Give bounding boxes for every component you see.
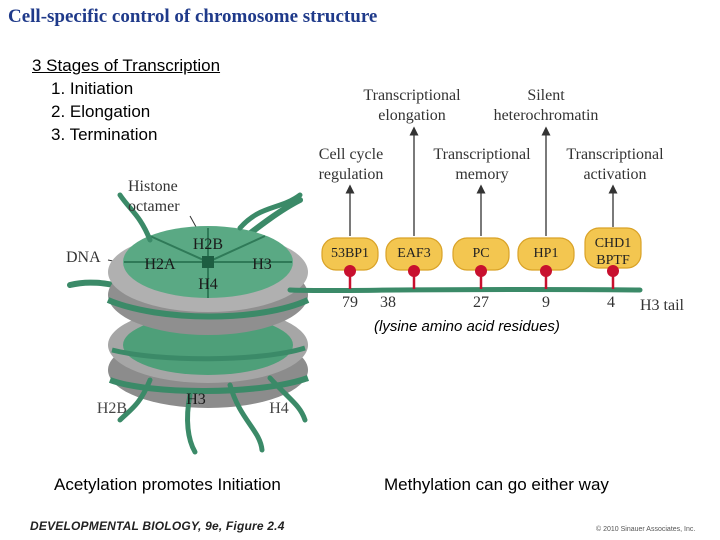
function-silent-heterochromatin: Silent heterochromatin bbox=[478, 86, 614, 126]
methyl-mark bbox=[475, 265, 487, 277]
top-subunit-label: H2A bbox=[144, 256, 176, 273]
slide-title: Cell-specific control of chromosome stru… bbox=[8, 6, 378, 27]
function-transcriptional-activation: Transcriptional activation bbox=[553, 145, 677, 185]
label-line: elongation bbox=[378, 107, 446, 124]
label-line: memory bbox=[455, 166, 509, 183]
label-line: activation bbox=[583, 166, 647, 183]
residue-number: 38 bbox=[380, 294, 396, 311]
dna-label: DNA bbox=[66, 249, 101, 266]
function-arrows bbox=[345, 126, 618, 236]
label-line: Transcriptional bbox=[433, 146, 531, 163]
label-line: Silent bbox=[527, 87, 565, 104]
caption-methylation: Methylation can go either way bbox=[384, 475, 609, 494]
reader-label: 53BP1 bbox=[331, 246, 369, 261]
histone-tails bbox=[117, 192, 643, 455]
stage-item: 2. Elongation bbox=[51, 102, 151, 121]
residue-number: 27 bbox=[473, 294, 489, 311]
label-line: heterochromatin bbox=[493, 107, 599, 124]
methyl-mark bbox=[540, 265, 552, 277]
tail-label: H3 tail bbox=[640, 297, 685, 314]
figure-footer: DEVELOPMENTAL BIOLOGY, 9e, Figure 2.4 bbox=[30, 519, 285, 533]
function-transcriptional-elongation: Transcriptional elongation bbox=[350, 86, 474, 126]
label-line: Histone bbox=[128, 178, 178, 195]
residue-note: (lysine amino acid residues) bbox=[374, 318, 560, 335]
top-subunit-label: H4 bbox=[198, 276, 218, 293]
methyl-mark bbox=[408, 265, 420, 277]
function-transcriptional-memory: Transcriptional memory bbox=[418, 145, 546, 185]
reader-label: CHD1 bbox=[595, 236, 632, 251]
residue-number: 4 bbox=[607, 294, 615, 311]
top-subunit-label: H3 bbox=[252, 256, 272, 273]
residue-number: 79 bbox=[342, 294, 358, 311]
stages-heading: 3 Stages of Transcription bbox=[32, 56, 221, 75]
top-subunit-label: H2B bbox=[193, 236, 223, 253]
transcription-stages: 3 Stages of Transcription 1. Initiation … bbox=[32, 54, 220, 146]
subunit-labels: H2B H2A H3 H4 H3 H2B H4 bbox=[97, 236, 289, 417]
label-line: Cell cycle bbox=[318, 146, 384, 163]
histone-octamer-label: Histone octamer bbox=[128, 177, 180, 217]
reader-label: PC bbox=[472, 246, 489, 261]
stage-item: 3. Termination bbox=[51, 125, 158, 144]
label-line: octamer bbox=[128, 198, 180, 215]
label-line: Transcriptional bbox=[363, 87, 461, 104]
methyl-mark bbox=[344, 265, 356, 277]
label-line: Transcriptional bbox=[566, 146, 664, 163]
copyright: © 2010 Sinauer Associates, Inc. bbox=[596, 526, 696, 533]
residue-number: 9 bbox=[542, 294, 550, 311]
label-line: regulation bbox=[318, 166, 384, 183]
bottom-subunit-label: H2B bbox=[97, 400, 127, 417]
stage-item: 1. Initiation bbox=[51, 79, 134, 98]
function-cell-cycle-regulation: Cell cycle regulation bbox=[308, 145, 394, 185]
bottom-subunit-label: H4 bbox=[269, 400, 289, 417]
histone-octamer-top bbox=[106, 226, 310, 335]
reader-label: HP1 bbox=[534, 246, 559, 261]
methyl-mark bbox=[607, 265, 619, 277]
bottom-subunit-label: H3 bbox=[186, 391, 206, 408]
reader-label: EAF3 bbox=[397, 246, 430, 261]
reader-label: BPTF bbox=[596, 253, 630, 268]
caption-acetylation: Acetylation promotes Initiation bbox=[54, 475, 281, 494]
